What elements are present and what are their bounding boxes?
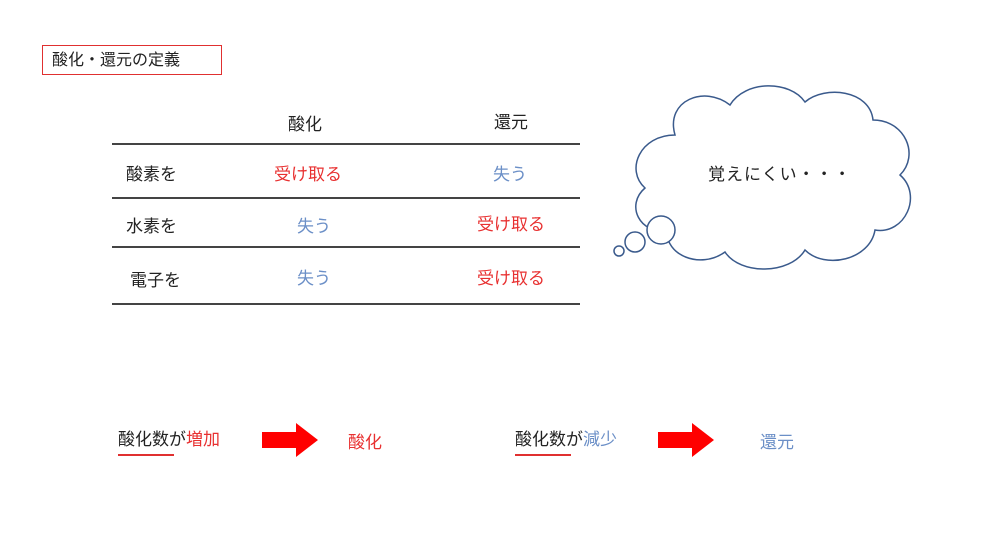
row-label-electron: 電子を bbox=[130, 271, 181, 291]
table-row-rule bbox=[112, 246, 580, 248]
rule-particle: が bbox=[169, 430, 186, 450]
header-oxidation: 酸化 bbox=[288, 115, 322, 135]
thought-cloud-icon bbox=[613, 85, 912, 270]
cell-oxygen-reduction: 失う bbox=[493, 165, 527, 185]
cell-hydrogen-reduction: 受け取る bbox=[477, 215, 545, 235]
arrow-right-icon bbox=[658, 423, 714, 457]
subject-underline bbox=[515, 454, 571, 456]
rule-change: 減少 bbox=[583, 430, 617, 450]
rule-particle: が bbox=[566, 430, 583, 450]
row-label-hydrogen: 水素を bbox=[126, 217, 177, 237]
rule-subject: 酸化数 bbox=[515, 430, 566, 450]
header-reduction: 還元 bbox=[494, 113, 528, 133]
cell-hydrogen-oxidation: 失う bbox=[297, 217, 331, 237]
rule-subject: 酸化数 bbox=[118, 430, 169, 450]
table-row-rule bbox=[112, 197, 580, 199]
thought-text: 覚えにくい・・・ bbox=[708, 165, 852, 185]
rule-reduction: 酸化数が減少 bbox=[515, 425, 617, 450]
rule-oxidation: 酸化数が増加 bbox=[118, 425, 220, 450]
result-reduction: 還元 bbox=[760, 433, 794, 453]
rule-change: 増加 bbox=[186, 430, 220, 450]
result-oxidation: 酸化 bbox=[348, 433, 382, 453]
cell-oxygen-oxidation: 受け取る bbox=[274, 165, 342, 185]
row-label-oxygen: 酸素を bbox=[126, 165, 177, 185]
subject-underline bbox=[118, 454, 174, 456]
page-title: 酸化・還元の定義 bbox=[42, 45, 222, 75]
arrow-right-icon bbox=[262, 423, 318, 457]
cell-electron-reduction: 受け取る bbox=[477, 269, 545, 289]
cell-electron-oxidation: 失う bbox=[297, 269, 331, 289]
table-bottom-rule bbox=[112, 303, 580, 305]
table-header-rule bbox=[112, 143, 580, 145]
